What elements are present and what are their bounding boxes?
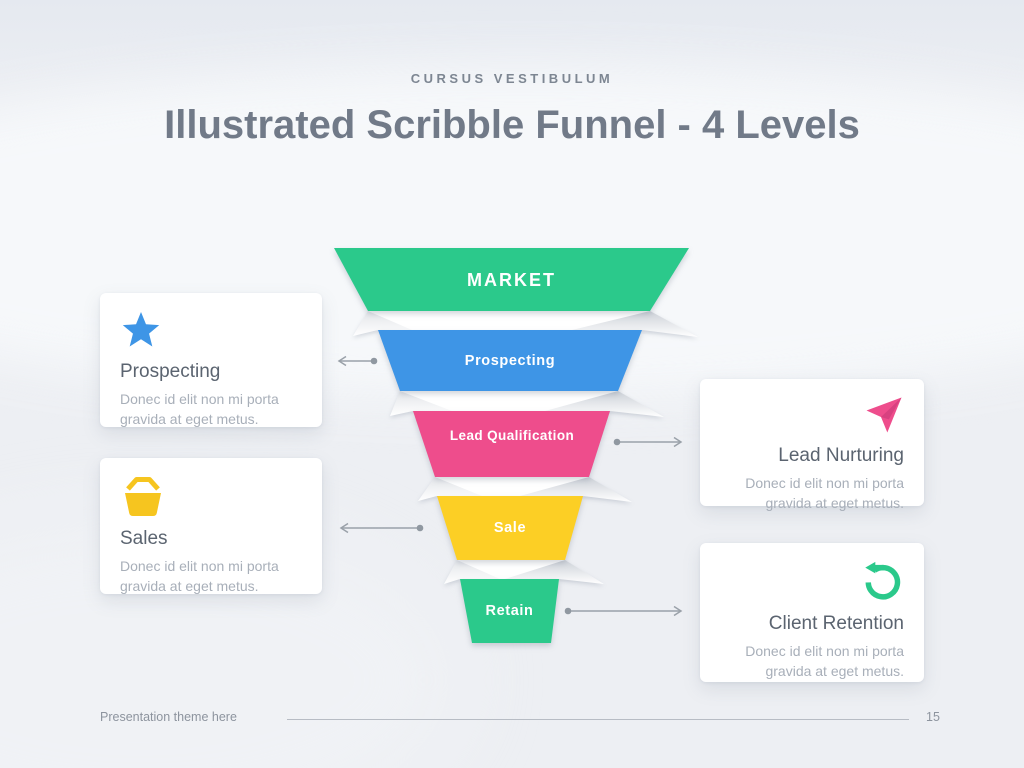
card-lead-nurturing: Lead Nurturing Donec id elit non mi port… bbox=[700, 379, 924, 511]
card-client-retention: Client Retention Donec id elit non mi po… bbox=[700, 543, 924, 682]
funnel-segment-retain bbox=[460, 579, 559, 643]
card-title: Prospecting bbox=[120, 361, 221, 382]
funnel-label-lead-qualification: Lead Qualification bbox=[449, 428, 575, 443]
slide-eyebrow: CURSUS VESTIBULUM bbox=[410, 71, 614, 86]
connector-lines bbox=[337, 355, 683, 617]
funnel-segment-market bbox=[334, 248, 689, 311]
funnel-label-prospecting: Prospecting bbox=[464, 353, 556, 369]
funnel-segment-lead-qualification bbox=[413, 411, 610, 477]
return-arrow-icon bbox=[860, 559, 904, 603]
connector-dots bbox=[370, 357, 621, 615]
card-title: Lead Nurturing bbox=[778, 445, 904, 466]
footer-divider-line bbox=[287, 719, 909, 720]
funnel-segment-sale bbox=[437, 496, 583, 560]
footer-theme-text: Presentation theme here bbox=[100, 710, 237, 724]
card-body: Donec id elit non mi porta gravida at eg… bbox=[120, 391, 279, 428]
basket-icon bbox=[120, 474, 166, 518]
card-body: Donec id elit non mi porta gravida at eg… bbox=[120, 558, 279, 595]
card-body: Donec id elit non mi porta gravida at eg… bbox=[745, 475, 904, 512]
funnel-fold-shapes bbox=[353, 311, 698, 584]
funnel-label-market: MARKET bbox=[467, 270, 556, 290]
card-prospecting: Prospecting Donec id elit non mi porta g… bbox=[100, 293, 322, 427]
paper-plane-icon bbox=[864, 395, 904, 435]
slide-title: Illustrated Scribble Funnel - 4 Levels bbox=[164, 103, 860, 147]
card-body: Donec id elit non mi porta gravida at eg… bbox=[745, 643, 904, 680]
funnel-segment-prospecting bbox=[378, 330, 642, 391]
page-number: 15 bbox=[926, 710, 940, 724]
card-title: Client Retention bbox=[768, 613, 904, 634]
funnel-label-sale: Sale bbox=[493, 520, 527, 536]
card-title: Sales bbox=[120, 528, 168, 549]
star-icon bbox=[120, 309, 162, 351]
card-sales: Sales Donec id elit non mi porta gravida… bbox=[100, 458, 322, 594]
funnel-label-retain: Retain bbox=[485, 603, 534, 619]
